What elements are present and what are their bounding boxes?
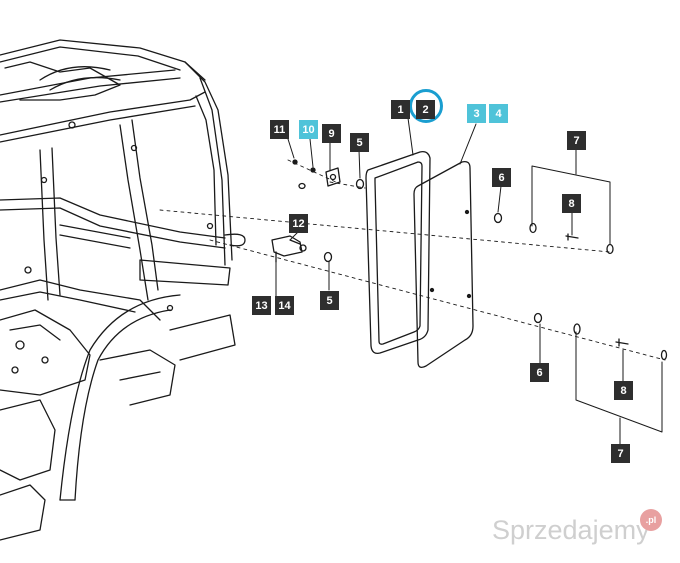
watermark-logo: .pl [640,509,662,531]
window-glass-panel [413,160,474,368]
callout-6-upper[interactable]: 6 [492,168,511,187]
callout-6-lower[interactable]: 6 [530,363,549,382]
callout-10[interactable]: 10 [299,120,318,139]
watermark-text: Sprzedajemy [492,515,650,545]
fasteners [292,159,668,361]
hinge-assembly [271,235,307,263]
callout-11[interactable]: 11 [270,120,289,139]
callout-5-lower[interactable]: 5 [320,291,339,310]
callout-14[interactable]: 14 [275,296,294,315]
cab-frame [0,39,246,541]
latch-bracket [325,167,341,187]
callout-8-lower[interactable]: 8 [614,381,633,400]
callout-4[interactable]: 4 [489,104,508,123]
callout-3[interactable]: 3 [467,104,486,123]
assembly-centerlines [159,159,666,361]
callout-2[interactable]: 2 [416,100,435,119]
callout-8-upper[interactable]: 8 [562,194,581,213]
callout-7-upper[interactable]: 7 [567,131,586,150]
highlight-circle [409,89,443,123]
window-seal-frame [365,150,431,354]
callout-13[interactable]: 13 [252,296,271,315]
callout-9[interactable]: 9 [322,124,341,143]
leader-lines [275,117,663,445]
callout-1[interactable]: 1 [391,100,410,119]
callout-5-upper[interactable]: 5 [350,133,369,152]
callout-12[interactable]: 12 [289,214,308,233]
callout-7-lower[interactable]: 7 [611,444,630,463]
